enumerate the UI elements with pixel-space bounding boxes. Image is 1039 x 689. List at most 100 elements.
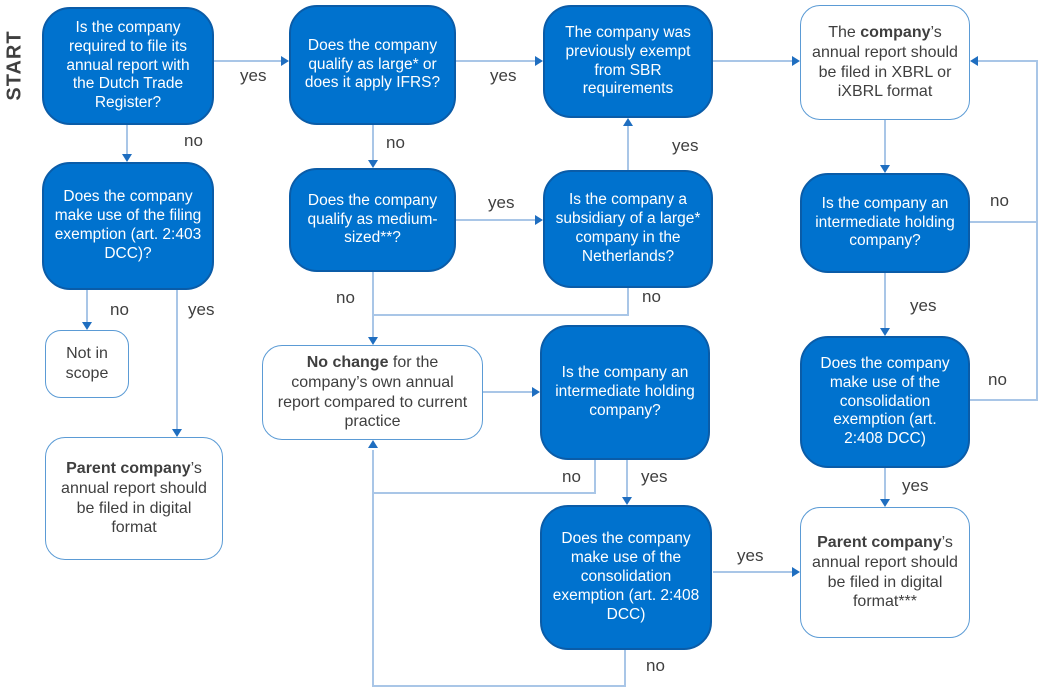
edge-label-consolidation-mid-yes: yes [737, 546, 764, 565]
edge-label-consolidation-mid-no: no [646, 656, 665, 675]
edge-label-consolidation-right-no: no [988, 370, 1007, 389]
arrowhead-up-icon [368, 440, 378, 448]
connector-line [1036, 60, 1038, 401]
connector-line [626, 460, 628, 498]
connector-line [713, 60, 793, 62]
node-q-intermediate-holding-right: Is the company an intermediate holding c… [800, 173, 970, 273]
connector-line [594, 460, 596, 494]
node-q-subsidiary-large-nl: Is the company a subsidiary of a large* … [543, 170, 713, 288]
arrowhead-down-icon [172, 429, 182, 437]
node-text: No change for the company’s own annual r… [273, 353, 472, 431]
start-label-text: START [3, 29, 26, 101]
arrowhead-right-icon [532, 387, 540, 397]
connector-line [456, 60, 536, 62]
node-text-post: ’s annual report should be filed in digi… [812, 534, 958, 611]
arrowhead-down-icon [622, 497, 632, 505]
edge-label-medium-yes: yes [488, 193, 515, 212]
node-parent-digital-format-3stars: Parent company’s annual report should be… [800, 507, 970, 638]
node-previously-exempt-sbr: The company was previously exempt from S… [543, 5, 713, 118]
node-file-xbrl-format: The company’s annual report should be fi… [800, 5, 970, 120]
node-text-post: ’s annual report should be filed in XBRL… [812, 24, 958, 101]
arrowhead-right-icon [281, 56, 289, 66]
node-text-pre: The [828, 24, 861, 42]
node-text: Not in scope [65, 345, 109, 382]
node-text: Is the company an intermediate holding c… [555, 364, 695, 419]
node-text-bold: Parent company [817, 534, 942, 552]
arrowhead-left-icon [970, 56, 978, 66]
arrowhead-down-icon [368, 337, 378, 345]
node-text: The company was previously exempt from S… [565, 23, 691, 98]
connector-line [372, 272, 374, 338]
node-text: Is the company required to file its annu… [66, 18, 190, 112]
connector-line [970, 399, 1037, 401]
edge-label-subsidiary-no: no [642, 287, 661, 306]
node-q-consolidation-exemption-right: Does the company make use of the consoli… [800, 336, 970, 468]
node-q-consolidation-exemption-mid: Does the company make use of the consoli… [540, 505, 712, 650]
node-text: Is the company an intermediate holding c… [815, 194, 955, 250]
node-text: The company’s annual report should be fi… [811, 23, 959, 101]
connector-line [884, 120, 886, 166]
node-text: Does the company make use of the filing … [54, 188, 202, 262]
edge-label-file-no: no [184, 131, 203, 150]
node-text: Parent company’s annual report should be… [811, 533, 959, 611]
node-q-file-annual-report: Is the company required to file its annu… [42, 7, 214, 125]
connector-line [372, 450, 374, 687]
connector-line [627, 288, 629, 316]
edge-label-filing-no: no [110, 300, 129, 319]
arrowhead-down-icon [82, 322, 92, 330]
connector-line [372, 125, 374, 161]
connector-line [214, 60, 282, 62]
connector-line [970, 221, 1037, 223]
arrowhead-right-icon [535, 215, 543, 225]
node-q-large-or-ifrs: Does the company qualify as large* or do… [289, 5, 456, 125]
connector-line [624, 650, 626, 687]
connector-line [372, 492, 595, 494]
edge-label-subsidiary-yes: yes [672, 136, 699, 155]
node-text-bold: company [860, 24, 931, 42]
edge-label-holding-right-no: no [990, 191, 1009, 210]
node-no-change: No change for the company’s own annual r… [262, 345, 483, 440]
node-parent-digital-format: Parent company’s annual report should be… [45, 437, 223, 560]
arrowhead-right-icon [535, 56, 543, 66]
node-text: Parent company’s annual report should be… [56, 459, 212, 537]
connector-line [456, 219, 536, 221]
arrowhead-down-icon [880, 165, 890, 173]
arrowhead-right-icon [792, 567, 800, 577]
connector-line [126, 125, 128, 155]
arrowhead-down-icon [880, 328, 890, 336]
node-q-filing-exemption-2403: Does the company make use of the filing … [42, 162, 214, 290]
node-q-medium-sized: Does the company qualify as medium-sized… [289, 168, 456, 272]
node-text-post: ’s annual report should be filed in digi… [61, 460, 207, 537]
edge-label-large-no: no [386, 133, 405, 152]
connector-line [884, 273, 886, 329]
node-q-intermediate-holding-mid: Is the company an intermediate holding c… [540, 325, 710, 460]
connector-line [713, 571, 793, 573]
connector-line [978, 60, 1038, 62]
edge-label-filing-yes: yes [188, 300, 215, 319]
arrowhead-right-icon [792, 56, 800, 66]
edge-label-large-yes: yes [490, 66, 517, 85]
connector-line [884, 468, 886, 500]
edge-label-medium-no: no [336, 288, 355, 307]
node-not-in-scope: Not in scope [45, 330, 129, 398]
connector-line [372, 685, 625, 687]
node-text-bold: Parent company [66, 460, 191, 478]
connector-line [372, 314, 628, 316]
node-text: Does the company make use of the consoli… [552, 530, 700, 623]
connector-line [86, 290, 88, 323]
node-text-bold: No change [306, 354, 389, 372]
node-text: Does the company qualify as medium-sized… [307, 191, 438, 247]
connector-line [176, 290, 178, 430]
edge-label-consolidation-right-yes: yes [902, 476, 929, 495]
edge-label-holding-mid-no: no [562, 467, 581, 486]
arrowhead-down-icon [368, 160, 378, 168]
arrowhead-down-icon [880, 499, 890, 507]
arrowhead-up-icon [623, 118, 633, 126]
edge-label-file-yes: yes [240, 66, 267, 85]
node-text: Does the company make use of the consoli… [820, 354, 950, 448]
edge-label-holding-mid-yes: yes [641, 467, 668, 486]
connector-line [483, 391, 533, 393]
node-text: Does the company qualify as large* or do… [304, 36, 441, 92]
arrowhead-down-icon [122, 154, 132, 162]
